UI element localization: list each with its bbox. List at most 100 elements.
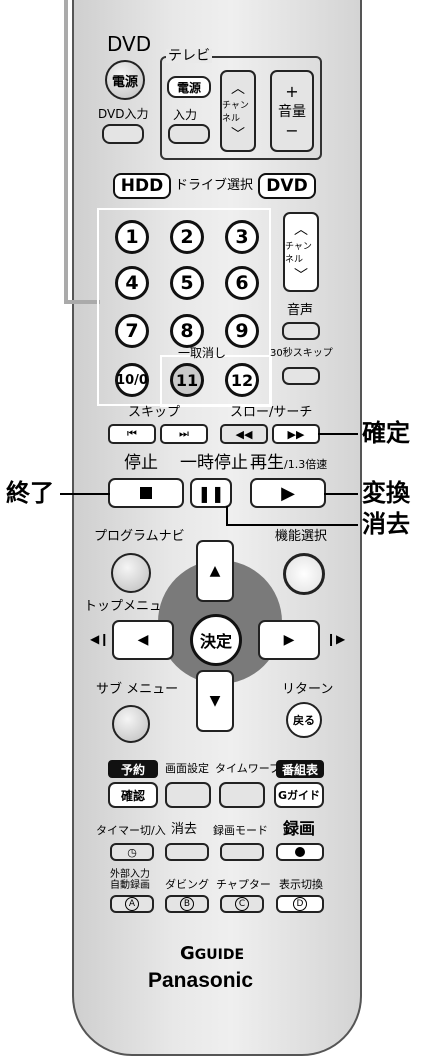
pause-button[interactable]: ❚❚ (190, 478, 232, 508)
up-button[interactable]: ▲ (196, 540, 234, 602)
arrow-right-icon: ▶ (283, 632, 295, 648)
volume-label: 音量 (278, 104, 306, 120)
frame-back-icon: ◀❙ (90, 632, 110, 646)
skip30-button[interactable] (282, 367, 320, 385)
channel-label: チャンネル (285, 242, 312, 265)
chevron-down-icon: ﹀ (231, 127, 245, 143)
hdd-button[interactable]: HDD (113, 173, 171, 199)
dubbing-label: ダビング (165, 878, 209, 891)
skip-forward-icon: ⏭ (179, 427, 189, 440)
callout-henkan: 変換 (362, 479, 410, 507)
back-label: 戻る (293, 714, 315, 727)
audio-button[interactable] (282, 322, 320, 340)
number-2-button[interactable]: 2 (170, 220, 204, 254)
hdd-label: HDD (120, 176, 164, 196)
dvd-drive-label: DVD (266, 176, 308, 196)
return-label: リターン (282, 682, 334, 697)
pause-icon: ❚❚ (197, 483, 225, 503)
audio-label: 音声 (287, 303, 314, 318)
top-menu-label: トップメニュー (84, 599, 176, 614)
g-guide-logo-text: GUIDE (194, 947, 245, 963)
dvd-drive-button[interactable]: DVD (258, 173, 316, 199)
g-guide-button[interactable]: Gガイド (274, 782, 324, 808)
number-6-button[interactable]: 6 (225, 266, 259, 300)
ok-button[interactable]: 決定 (190, 614, 242, 666)
fast-forward-button[interactable]: ▶▶ (272, 424, 320, 444)
cancel-label: 一取消し (178, 346, 227, 360)
play-speed-label: /1.3倍速 (284, 458, 328, 471)
number-6-label: 6 (235, 272, 249, 294)
g-guide-logo-mark: G (180, 943, 195, 964)
sub-menu-button[interactable] (112, 705, 150, 743)
number-9-label: 9 (235, 320, 249, 342)
number-3-label: 3 (235, 226, 249, 248)
rec-mode-button[interactable] (220, 843, 264, 861)
fast-forward-icon: ▶▶ (287, 427, 305, 441)
tv-channel-rocker[interactable]: ︿ チャンネル ﹀ (220, 70, 256, 152)
stop-button[interactable] (108, 478, 184, 508)
screen-setting-button[interactable] (165, 782, 211, 808)
screen-setting-label: 画面設定 (165, 762, 209, 775)
chapter-label: チャプター (216, 878, 271, 891)
skip-back-button[interactable]: ⏮ (108, 424, 156, 444)
time-warp-label: タイムワープ (215, 762, 281, 775)
drive-select-label: ドライブ選択 (175, 178, 254, 193)
rec-label: 録画 (283, 819, 316, 838)
number-12-label: 12 (230, 370, 254, 390)
b-button[interactable]: B (165, 895, 209, 913)
channel-rocker[interactable]: ︿ チャンネル ﹀ (283, 212, 319, 292)
display-label: 表示切換 (279, 878, 323, 891)
dvd-power-button[interactable]: 電源 (105, 60, 145, 100)
skip30-label: 30秒スキップ (270, 348, 333, 359)
timer-button[interactable]: ◷ (110, 843, 154, 861)
program-navi-button[interactable] (111, 553, 151, 593)
a-button[interactable]: A (110, 895, 154, 913)
play-icon: ▶ (281, 482, 295, 504)
number-3-button[interactable]: 3 (225, 220, 259, 254)
tv-channel-label: チャンネル (222, 101, 249, 124)
return-button[interactable]: 戻る (286, 702, 322, 738)
skip-forward-button[interactable]: ⏭ (160, 424, 208, 444)
number-11-button[interactable]: 11 (170, 363, 204, 397)
callout-shokyo: 消去 (362, 510, 410, 538)
tv-input-button[interactable] (168, 124, 210, 144)
function-select-button[interactable] (283, 553, 325, 595)
rec-button[interactable] (276, 843, 324, 861)
number-5-button[interactable]: 5 (170, 266, 204, 300)
number-8-button[interactable]: 8 (170, 314, 204, 348)
erase-button[interactable] (165, 843, 209, 861)
lead-line-vertical (64, 0, 68, 304)
tv-label: テレビ (166, 48, 212, 64)
play-button[interactable]: ▶ (250, 478, 326, 508)
reserve-label: 予約 (120, 762, 145, 777)
b-label: B (180, 897, 194, 911)
dvd-power-label: 電源 (111, 74, 138, 90)
number-12-button[interactable]: 12 (225, 363, 259, 397)
time-warp-button[interactable] (219, 782, 265, 808)
callout-line-henkan (324, 493, 358, 495)
tv-power-button[interactable]: 電源 (167, 76, 211, 98)
number-9-button[interactable]: 9 (225, 314, 259, 348)
number-10-button[interactable]: 10/0 (115, 363, 149, 397)
right-button[interactable]: ▶ (258, 620, 320, 660)
number-7-button[interactable]: 7 (115, 314, 149, 348)
number-2-label: 2 (180, 226, 194, 248)
erase-label: 消去 (171, 822, 198, 837)
play-label-main: 再生 (250, 453, 284, 473)
stop-label: 停止 (124, 453, 158, 473)
c-button[interactable]: C (220, 895, 264, 913)
number-1-button[interactable]: 1 (115, 220, 149, 254)
volume-rocker[interactable]: + 音量 − (270, 70, 314, 152)
down-button[interactable]: ▼ (196, 670, 234, 732)
left-button[interactable]: ◀ (112, 620, 174, 660)
dvd-input-button[interactable] (102, 124, 144, 144)
plus-icon: + (285, 82, 299, 101)
guide-table-badge: 番組表 (276, 760, 324, 778)
dvd-label: DVD (107, 32, 152, 56)
number-4-button[interactable]: 4 (115, 266, 149, 300)
rewind-button[interactable]: ◀◀ (220, 424, 268, 444)
confirm-label: 確認 (120, 788, 145, 803)
confirm-button[interactable]: 確認 (108, 782, 158, 808)
d-button[interactable]: D (276, 895, 324, 913)
skip-back-icon: ⏮ (127, 427, 137, 440)
